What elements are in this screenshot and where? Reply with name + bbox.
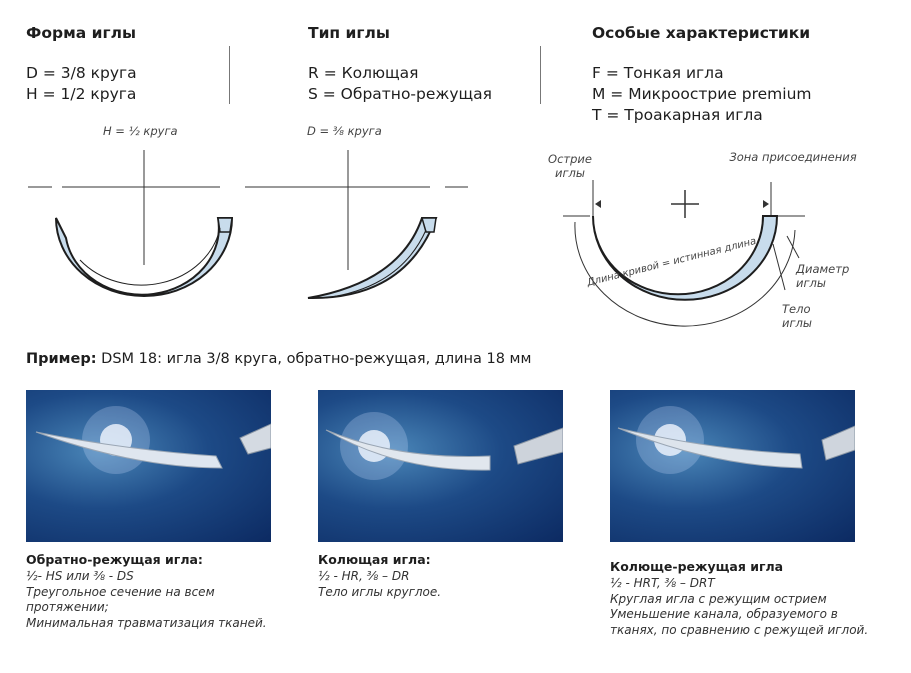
features-line-f: F = Тонкая игла [592,64,724,82]
type-line-r: R = Колющая [308,64,419,82]
photo-2-line: ½ - HR, ⅜ – DR [318,569,410,583]
photo-reverse-cutting-needle [26,390,271,542]
shape-title: Форма иглы [26,24,136,42]
photo-1-title: Обратно-режущая игла: [26,552,203,567]
photo-taper-cutting-needle [610,390,855,542]
photo-2-caption: ½ - HR, ⅜ – DR Тело иглы круглое. [318,569,568,600]
diameter-label: Диаметр иглы [796,262,850,290]
example-line: Пример: DSM 18: игла 3/8 круга, обратно-… [26,351,531,367]
needle-anatomy-diagram [563,180,805,327]
photo-2-title: Колющая игла: [318,552,431,567]
type-line-s: S = Обратно-режущая [308,85,492,103]
half-circle-needle-diagram [28,150,234,297]
body-label: Тело иглы [782,302,812,330]
type-title: Тип иглы [308,24,390,42]
features-line-t: T = Троакарная игла [592,106,763,124]
photo-3-line: Круглая игла с режущим острием [610,591,827,606]
three-eighths-needle-diagram [245,150,468,300]
photo-taper-point-needle [318,390,563,542]
three-eighths-label: D = ⅜ круга [307,124,382,138]
features-title: Особые характеристики [592,24,811,42]
photo-2-line: Тело иглы круглое. [318,584,442,599]
column-divider [229,46,230,104]
photo-1-caption: ½- HS или ⅜ - DS Треугольное сечение на … [26,569,276,631]
features-line-m: M = Микроострие premium [592,85,812,103]
photo-3-line: ½ - HRT, ⅜ – DRT [610,576,715,590]
photo-1-line: Минимальная травматизация тканей. [26,615,267,630]
tip-label: Острие иглы [548,152,592,180]
shape-line-d: D = 3/8 круга [26,64,137,82]
photo-1-line: ½- HS или ⅜ - DS [26,569,134,583]
photo-3-caption: ½ - HRT, ⅜ – DRT Круглая игла с режущим … [610,576,880,638]
example-prefix: Пример: [26,351,97,367]
photo-3-line: Уменьшение канала, образуемого в тканях,… [610,607,869,637]
photo-3-title: Колюще-режущая игла [610,559,784,574]
attachment-zone-label: Зона присоединения [729,150,857,164]
photo-1-line: Треугольное сечение на всем протяжении; [26,584,215,615]
shape-line-h: H = 1/2 круга [26,85,137,103]
column-divider [540,46,541,104]
half-circle-label: H = ½ круга [103,124,178,138]
example-text: DSM 18: игла 3/8 круга, обратно-режущая,… [96,351,532,367]
